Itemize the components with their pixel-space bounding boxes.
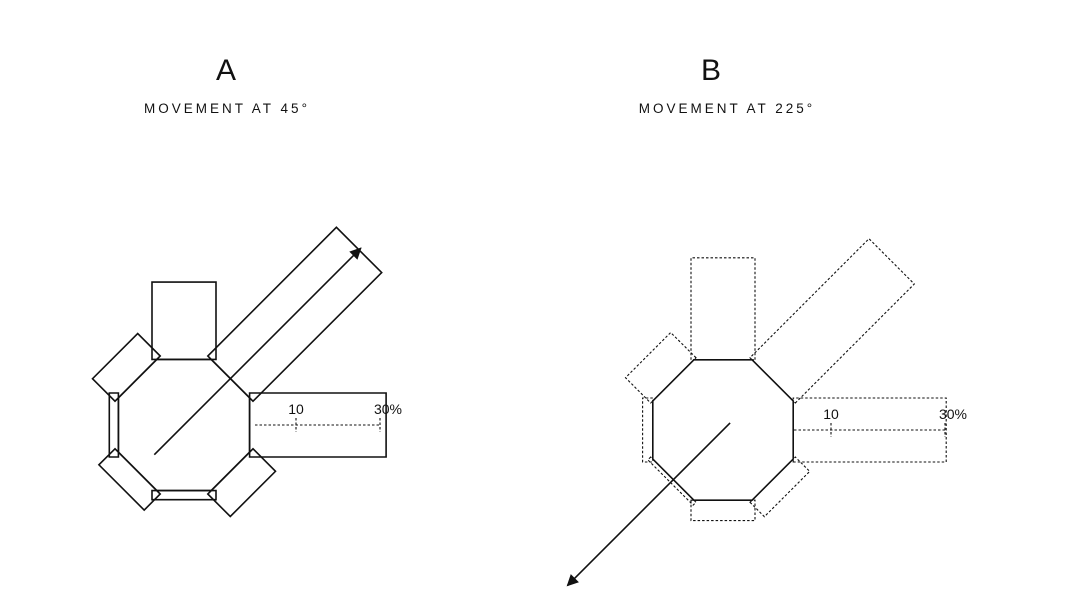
direction-bar-270	[151, 489, 217, 501]
panel-a-letter: A	[216, 54, 236, 87]
panel-a-rose: 10 30%	[91, 226, 402, 518]
direction-bar-0	[248, 392, 387, 458]
direction-bar-135	[91, 332, 162, 403]
direction-bar-270	[690, 499, 756, 522]
movement-arrow-line	[153, 247, 362, 456]
scale-tick-label: 10	[288, 401, 304, 417]
direction-bar-90	[151, 281, 217, 361]
direction-bar-315	[749, 456, 811, 518]
panel-b-letter: B	[701, 54, 721, 87]
scale-tick-label: 30%	[374, 401, 402, 417]
direction-bar-135	[624, 331, 697, 404]
direction-bar-45	[749, 237, 916, 404]
scale-tick-label: 30%	[939, 406, 967, 422]
movement-arrow-head	[349, 247, 362, 260]
direction-bar-225	[647, 456, 697, 506]
direction-bar-180	[642, 397, 654, 463]
direction-bar-0	[792, 397, 947, 463]
panel-b: B MOVEMENT AT 225° 10 30%	[566, 54, 967, 587]
panel-a-subtitle: MOVEMENT AT 45°	[144, 101, 310, 116]
scale-tick-label: 10	[823, 406, 839, 422]
movement-arrow-head	[566, 574, 579, 587]
direction-bar-45	[206, 226, 383, 403]
panel-b-subtitle: MOVEMENT AT 225°	[639, 101, 815, 116]
direction-bar-90	[690, 257, 756, 361]
panel-a: A MOVEMENT AT 45° 10 30%	[91, 54, 402, 518]
panel-b-rose: 10 30%	[566, 237, 967, 587]
direction-bar-180	[108, 392, 120, 458]
direction-bar-315	[206, 447, 277, 518]
movement-arrow-line	[566, 422, 731, 587]
direction-bar-225	[97, 447, 162, 512]
